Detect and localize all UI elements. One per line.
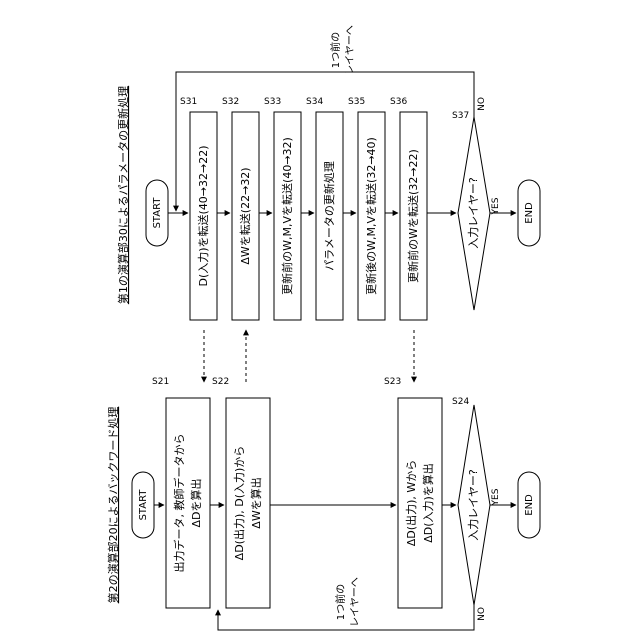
top-loop-label-2: レイヤーへ	[345, 25, 356, 75]
bottom-step-s23-line2: ΔD(入力)を算出	[421, 463, 435, 543]
top-start-label: START	[152, 197, 163, 229]
top-step-s31-id: S31	[180, 97, 197, 107]
top-end-label: END	[524, 202, 535, 224]
bottom-step-s22-id: S22	[212, 377, 229, 387]
bottom-loop-label-2: レイヤーへ	[350, 577, 361, 627]
top-flow-title: 第1の演算部30によるパラメータの更新処理	[116, 86, 130, 304]
top-step-s33-id: S33	[264, 97, 281, 107]
bottom-step-s21-id: S21	[152, 377, 169, 387]
bottom-step-s21-line2: ΔDを算出	[189, 479, 203, 528]
top-step-s31-text: D(入力)を転送(40→32→22)	[196, 145, 210, 286]
top-step-s35-id: S35	[348, 97, 365, 107]
bottom-step-s22-line1: ΔD(出力), D(入力)から	[232, 446, 246, 561]
bottom-step-s22-line2: ΔWを算出	[249, 477, 263, 528]
top-loop-label-1: 1つ前の	[329, 32, 342, 68]
top-decision-s37-id: S37	[452, 111, 469, 121]
bottom-loop-label-1: 1つ前の	[334, 584, 347, 620]
top-step-s34-text: パラメータの更新処理	[322, 161, 336, 271]
top-step-s34-id: S34	[306, 97, 323, 107]
top-yes-label: YES	[491, 197, 501, 215]
top-step-s32-text: ΔWを転送(22→32)	[238, 167, 252, 264]
bottom-end-label: END	[524, 494, 535, 516]
top-step-s35-text: 更新後のW,M,Vを転送(32→40)	[364, 137, 378, 295]
bottom-decision-s24-id: S24	[452, 397, 469, 407]
bottom-step-s21-line1: 出力データ, 教師データから	[172, 434, 186, 573]
top-step-s32-id: S32	[222, 97, 239, 107]
bottom-decision-s24-text: 入力レイヤー?	[467, 469, 480, 541]
cross-flow-links	[204, 330, 414, 382]
bottom-start-label: START	[138, 489, 149, 521]
bottom-no-label: NO	[477, 607, 487, 621]
top-flowchart: 第1の演算部30によるパラメータの更新処理 START D(入力)を転送(40→…	[116, 25, 540, 320]
top-step-s33-text: 更新前のW,M,Vを転送(40→32)	[280, 137, 294, 295]
bottom-flowchart: 第2の演算部20によるバックワード処理 START 出力データ, 教師データから…	[106, 377, 540, 630]
bottom-step-s23-id: S23	[384, 377, 401, 387]
bottom-step-s23-line1: ΔD(出力), Wから	[404, 460, 418, 546]
top-step-s36-id: S36	[390, 97, 407, 107]
bottom-yes-label: YES	[491, 488, 501, 506]
bottom-flow-title: 第2の演算部20によるバックワード処理	[106, 407, 120, 604]
top-decision-s37-text: 入力レイヤー?	[467, 177, 480, 249]
top-step-s36-text: 更新前のWを転送(32→22)	[406, 149, 420, 283]
top-no-label: NO	[477, 97, 487, 111]
